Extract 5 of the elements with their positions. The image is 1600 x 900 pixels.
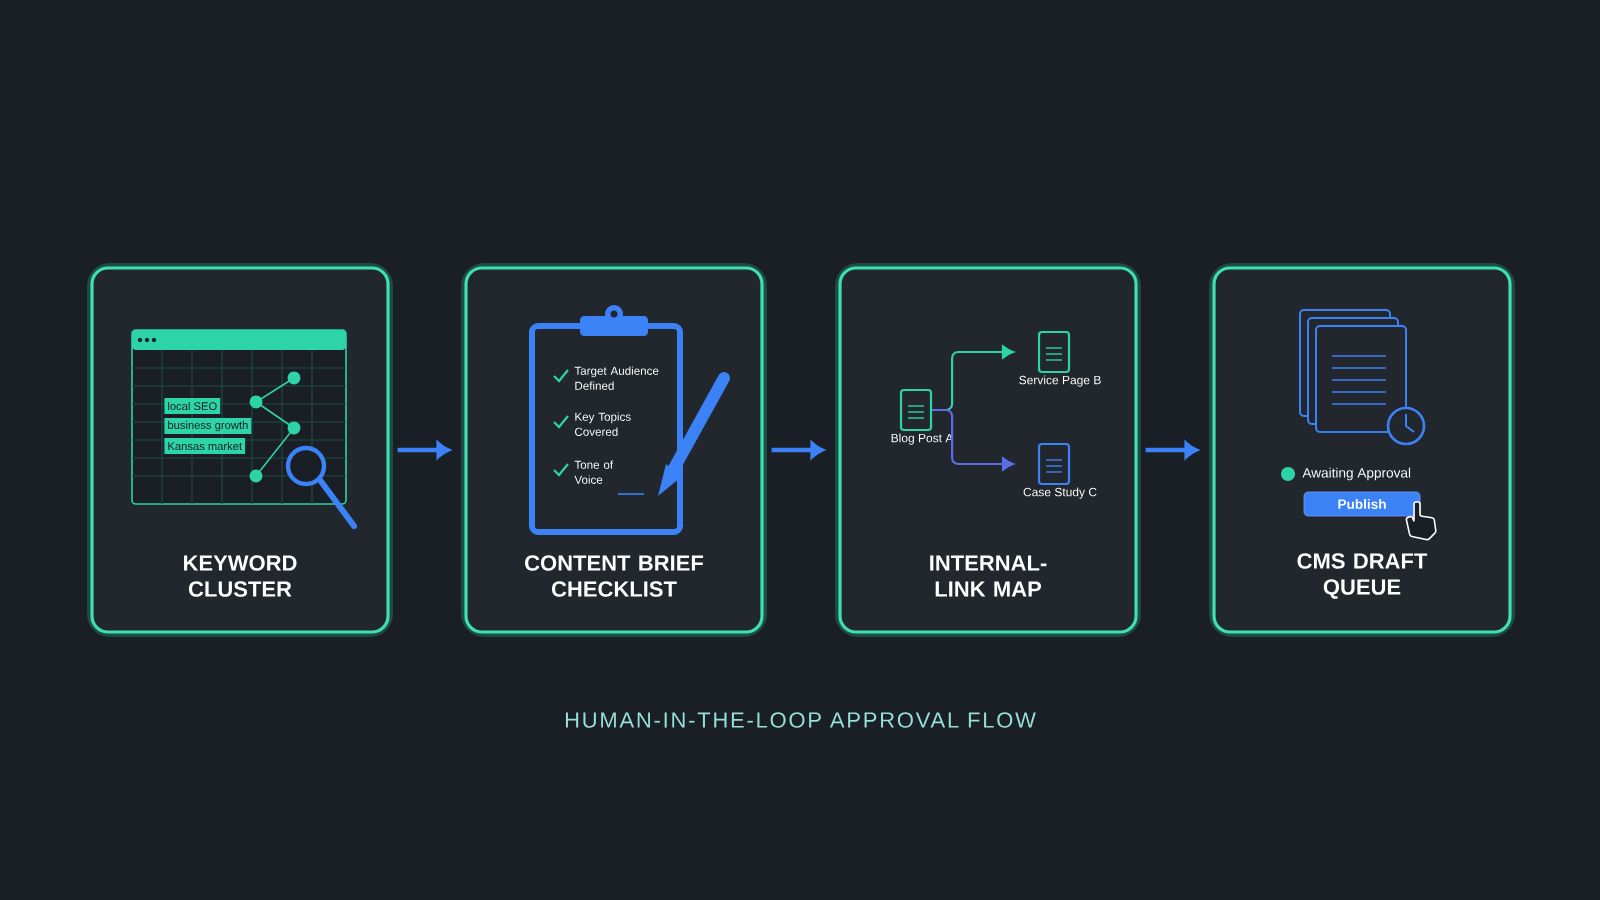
caption: HUMAN-IN-THE-LOOP APPROVAL FLOW: [565, 712, 1036, 728]
flow-arrow: [1145, 441, 1199, 459]
flow-arrow: [771, 441, 825, 459]
link-arrow: [932, 408, 1014, 471]
flow-arrow: [397, 441, 451, 459]
